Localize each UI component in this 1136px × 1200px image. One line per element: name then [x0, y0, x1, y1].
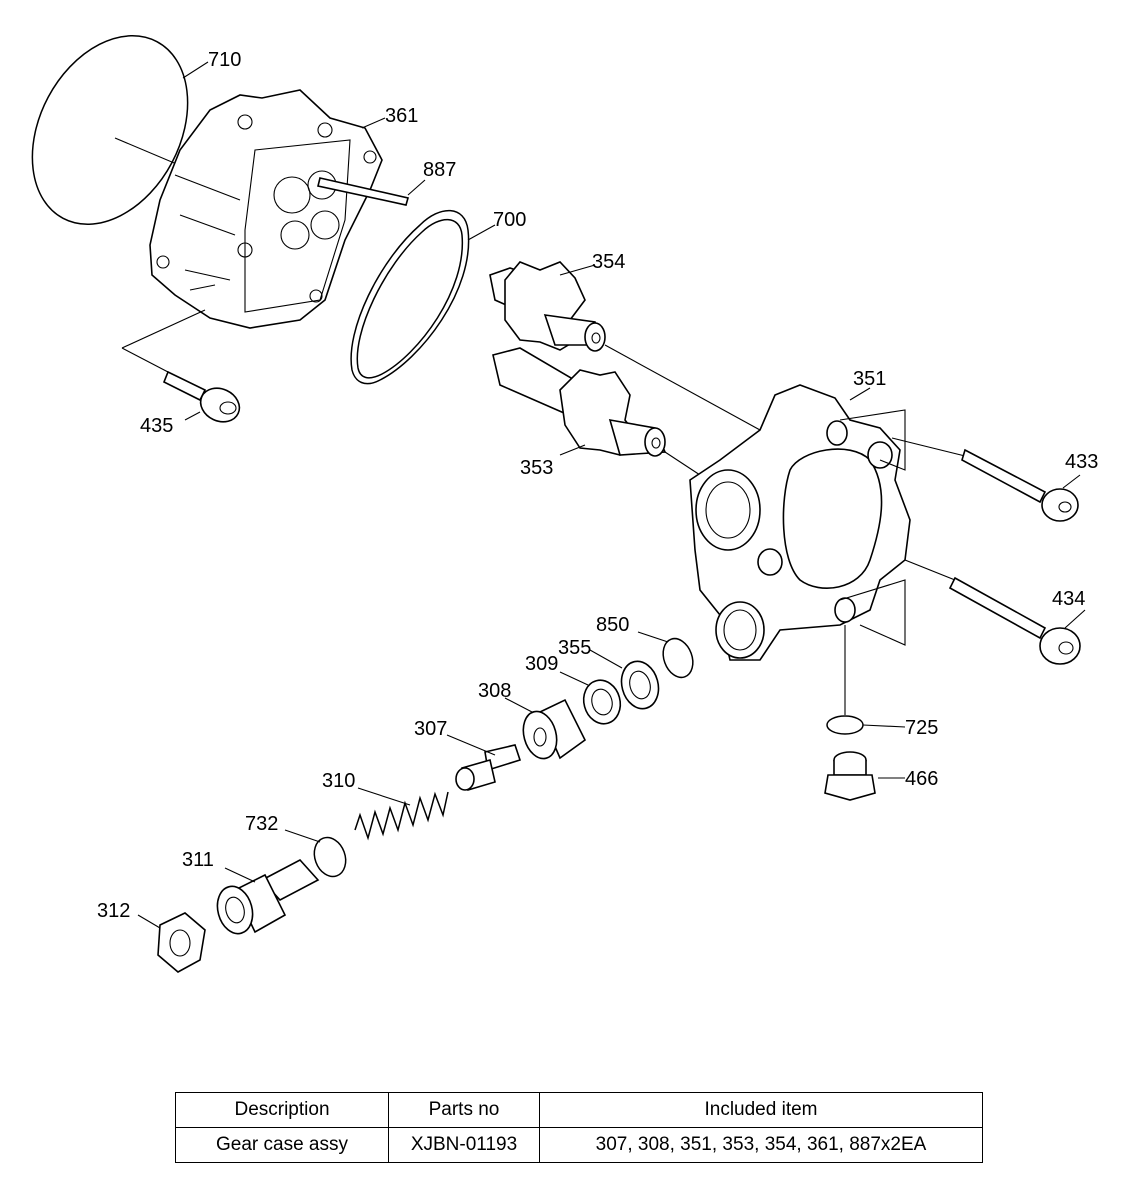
part-435-bolt: [121, 309, 241, 423]
label-850: 850: [596, 614, 629, 636]
header-parts-no: Parts no: [388, 1092, 540, 1128]
label-466: 466: [905, 768, 938, 790]
label-710: 710: [208, 49, 241, 71]
label-307: 307: [414, 718, 447, 740]
part-308-sleeve: [504, 697, 587, 760]
part-310-spring: [354, 787, 449, 841]
part-466-plug: [824, 751, 905, 801]
cell-parts-no: XJBN-01193: [388, 1127, 540, 1163]
parts-table: Description Parts no Included item Gear …: [175, 1092, 983, 1163]
label-309: 309: [525, 653, 558, 675]
label-732: 732: [245, 813, 278, 835]
label-354: 354: [592, 251, 625, 273]
label-725: 725: [905, 717, 938, 739]
part-353-gear-shaft: [492, 347, 701, 476]
part-725-o-ring: [826, 625, 906, 735]
table-header-row: Description Parts no Included item: [175, 1092, 983, 1128]
part-312-nut: [137, 912, 206, 973]
part-355-bearing: [589, 649, 660, 710]
table-row: Gear case assy XJBN-01193 307, 308, 351,…: [175, 1127, 983, 1163]
label-353: 353: [520, 457, 553, 479]
part-309-ring: [559, 671, 622, 725]
header-included-item: Included item: [539, 1092, 983, 1128]
label-887: 887: [423, 159, 456, 181]
label-434: 434: [1052, 588, 1085, 610]
label-311: 311: [182, 849, 214, 871]
part-850-snap-ring: [637, 631, 694, 679]
part-732-o-ring: [284, 829, 347, 878]
cell-included-item: 307, 308, 351, 353, 354, 361, 887x2EA: [539, 1127, 983, 1163]
part-361-gear-cover: [149, 89, 386, 329]
label-361: 361: [385, 105, 418, 127]
label-308: 308: [478, 680, 511, 702]
label-351: 351: [853, 368, 886, 390]
part-434-bolt: [904, 559, 1086, 665]
part-307-valve: [446, 734, 522, 791]
label-312: 312: [97, 900, 130, 922]
label-435: 435: [140, 415, 173, 437]
label-700: 700: [493, 209, 526, 231]
cell-description: Gear case assy: [175, 1127, 389, 1163]
exploded-parts-diagram: 710 361 887 700 354 435 351 353 433 434 …: [31, 35, 1098, 973]
header-description: Description: [175, 1092, 389, 1128]
part-351-gear-case: [689, 384, 911, 661]
label-355: 355: [558, 637, 591, 659]
part-354-gear-shaft: [489, 261, 761, 431]
part-311-adjuster: [216, 859, 320, 935]
label-310: 310: [322, 770, 355, 792]
part-700-gasket: [350, 209, 496, 385]
label-433: 433: [1065, 451, 1098, 473]
part-433-bolt: [891, 437, 1081, 522]
part-887-pin: [317, 177, 426, 206]
